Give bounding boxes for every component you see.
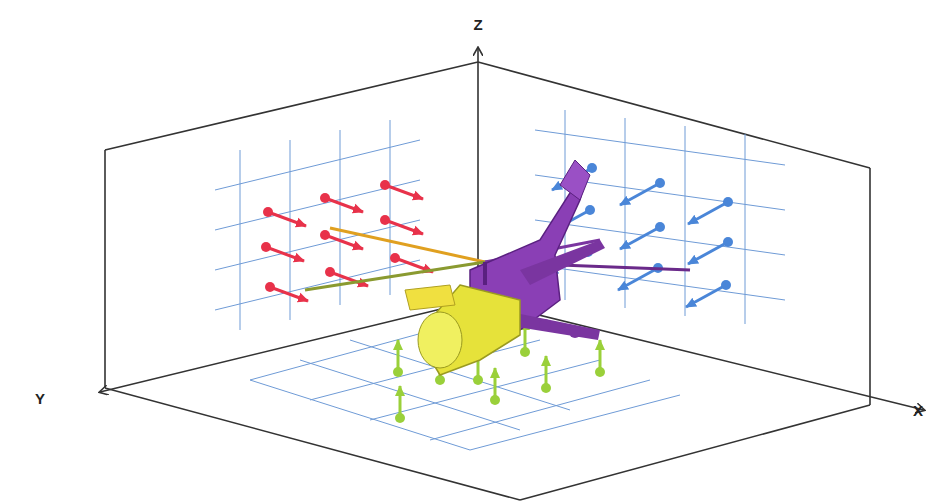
force-arrow [325,198,363,212]
force-arrow [325,235,363,249]
force-arrow [545,356,548,388]
frame [100,48,924,500]
force-arrow [268,212,306,226]
force-arrow [399,386,402,418]
force-arrow [494,368,497,400]
force-arrow [618,268,658,290]
force-arrow [599,340,602,372]
force-arrow [385,185,423,199]
force-arrow [620,227,660,249]
axis-label: Z [473,16,482,33]
force-arrow [688,242,728,264]
force-arrow [686,285,726,307]
axis-label: Y [35,390,45,407]
force-arrow [270,287,308,301]
left-grid [215,120,420,330]
force-arrow [620,183,660,205]
force-arrow [385,220,423,234]
force-arrow [397,340,400,372]
force-arrow [688,202,728,224]
force-arrow [266,247,304,261]
axis-label: X [913,402,923,419]
helicopter [305,160,690,375]
